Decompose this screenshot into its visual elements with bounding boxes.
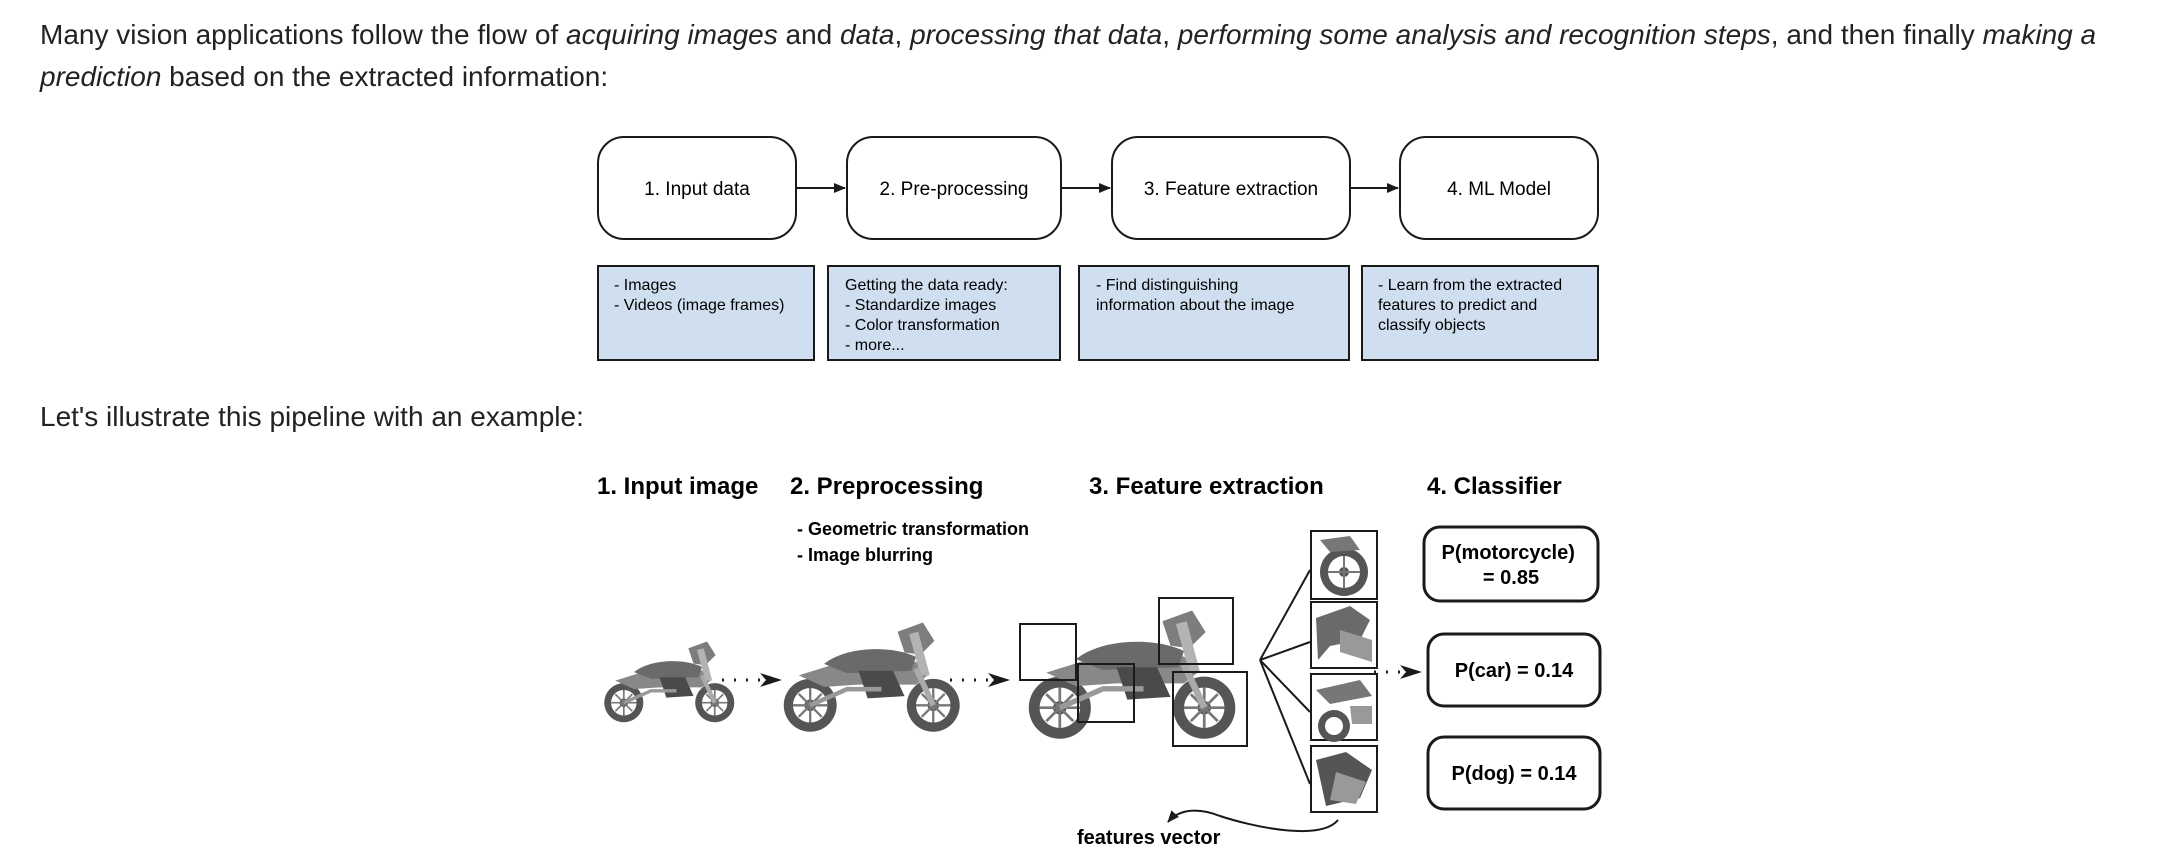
preprocessing-step: - Image blurring [797, 545, 933, 565]
preprocessed-motorcycle-image [784, 623, 960, 732]
preprocessing-steps: - Geometric transformation - Image blurr… [797, 519, 1034, 565]
note-box-2: Getting the data ready: - Standardize im… [827, 265, 1061, 361]
note-line: - more... [845, 337, 905, 354]
note-text: - Learn from the extracted features to p… [1378, 277, 1567, 334]
feature-patch [1310, 530, 1378, 600]
example-paragraph: Let's illustrate this pipeline with an e… [40, 401, 584, 432]
note-line: - Learn from the extracted [1378, 277, 1562, 294]
note-line: - Images [614, 277, 676, 294]
stage-box-1: 1. Input data [597, 136, 797, 240]
feature-patch [1310, 673, 1378, 742]
note-line: - Color transformation [845, 317, 1000, 334]
note-line: Getting the data ready: [845, 277, 1008, 294]
feature-patch [1310, 601, 1378, 669]
stage-label: 4. ML Model [1447, 179, 1551, 200]
intro-emphasis: acquiring images [566, 19, 778, 50]
features-vector-label: features vector [1077, 827, 1221, 849]
intro-emphasis: performing some analysis and recognition… [1177, 19, 1771, 50]
note-line: features to predict and [1378, 297, 1537, 314]
prediction-box-dog: P(dog) = 0.14 [1426, 735, 1602, 811]
note-box-1: - Images - Videos (image frames) [597, 265, 815, 361]
note-text: Getting the data ready: - Standardize im… [845, 277, 1012, 354]
stage-label: 1. Input data [644, 179, 750, 200]
feature-box [1019, 623, 1077, 681]
features-vector-arrow [1167, 809, 1339, 832]
note-text: - Images - Videos (image frames) [614, 277, 784, 314]
prediction-text: P(car) = 0.14 [1455, 660, 1574, 682]
intro-text: , [894, 19, 911, 50]
stage-box-4: 4. ML Model [1399, 136, 1599, 240]
stage-box-3: 3. Feature extraction [1111, 136, 1351, 240]
input-motorcycle-image [604, 642, 734, 723]
example-header: 4. Classifier [1427, 473, 1562, 500]
prediction-box-car: P(car) = 0.14 [1426, 632, 1602, 708]
prediction-box-motorcycle: P(motorcycle) = 0.85 [1422, 525, 1600, 603]
feature-link-lines [1259, 569, 1311, 785]
intro-paragraph: Many vision applications follow the flow… [40, 14, 2140, 98]
note-line: - Videos (image frames) [614, 297, 784, 314]
prediction-text: P(motorcycle) = 0.85 [1442, 542, 1581, 589]
preprocessing-step: - Geometric transformation [797, 519, 1029, 539]
stage-label: 2. Pre-processing [880, 179, 1029, 200]
note-line: - Standardize images [845, 297, 996, 314]
feature-motorcycle-image [1029, 611, 1236, 739]
intro-text: based on the extracted information: [161, 61, 609, 92]
intro-text: and [777, 19, 840, 50]
note-text: - Find distinguishing information about … [1096, 277, 1294, 314]
note-line: information about the image [1096, 297, 1294, 314]
intro-emphasis: data [840, 19, 895, 50]
note-box-4: - Learn from the extracted features to p… [1361, 265, 1599, 361]
stage-box-2: 2. Pre-processing [846, 136, 1062, 240]
feature-patch [1310, 745, 1378, 813]
intro-text: , and then finally [1770, 19, 1983, 50]
note-line: classify objects [1378, 317, 1486, 334]
example-header: 2. Preprocessing [790, 473, 983, 500]
intro-emphasis: processing that data [910, 19, 1163, 50]
note-line: - Find distinguishing [1096, 277, 1238, 294]
intro-emphasis: making a prediction [40, 19, 2097, 92]
prediction-text: P(dog) = 0.14 [1451, 763, 1577, 785]
intro-text: , [1162, 19, 1178, 50]
feature-box [1158, 597, 1234, 665]
stage-label: 3. Feature extraction [1144, 179, 1318, 200]
prediction-line: P(motorcycle) [1442, 542, 1575, 564]
feature-box [1172, 671, 1248, 747]
note-box-3: - Find distinguishing information about … [1078, 265, 1350, 361]
example-header: 3. Feature extraction [1089, 473, 1324, 500]
example-header: 1. Input image [597, 473, 758, 500]
intro-text: Many vision applications follow the flow… [40, 19, 567, 50]
prediction-line: = 0.85 [1483, 567, 1539, 589]
feature-box [1077, 663, 1135, 723]
